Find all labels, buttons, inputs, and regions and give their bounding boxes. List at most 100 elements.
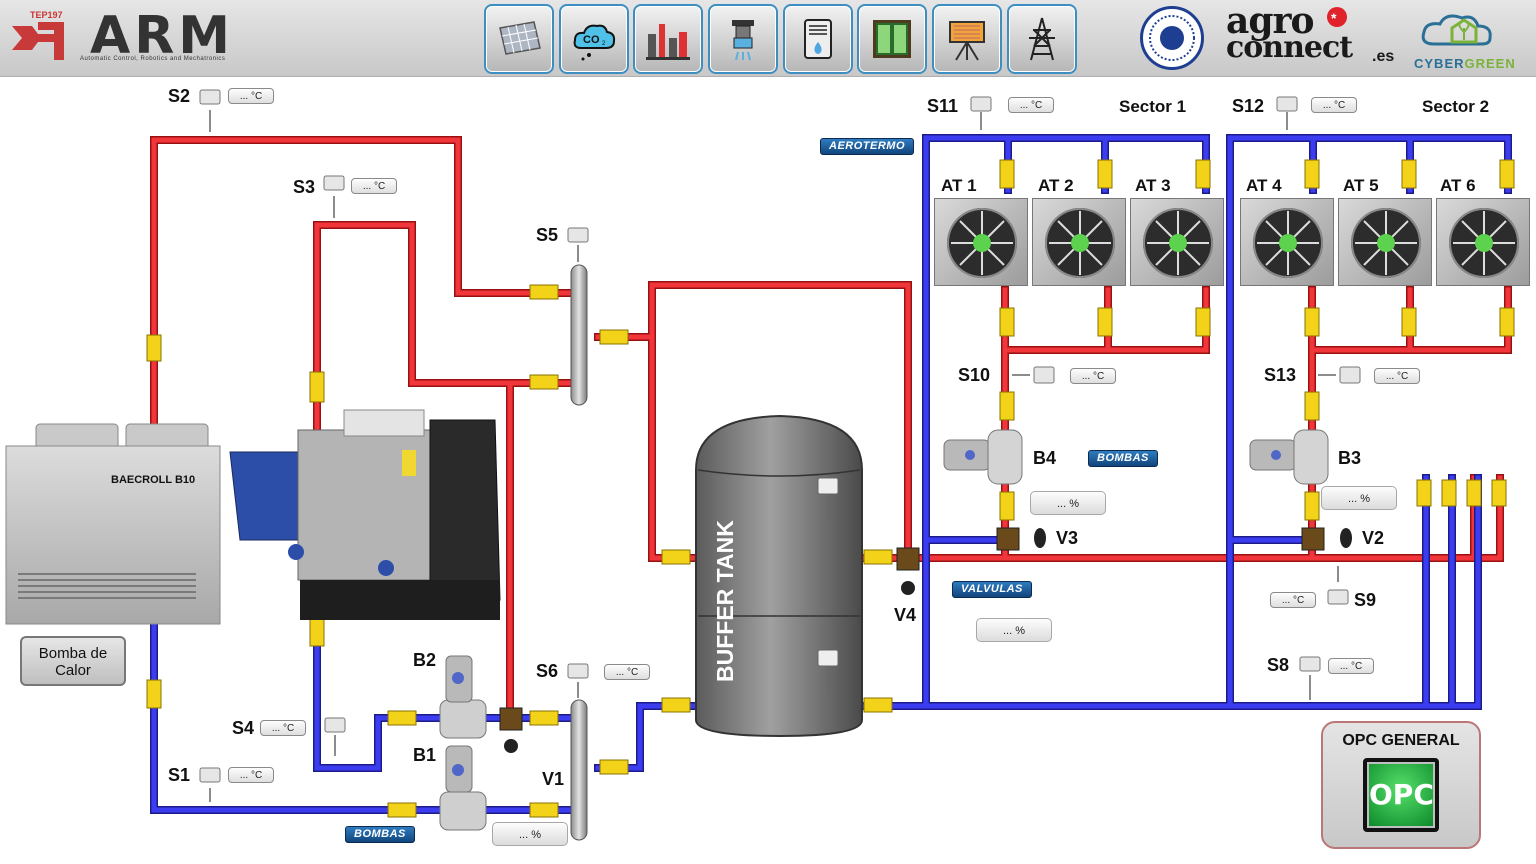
- s12-label: S12: [1232, 96, 1265, 116]
- arm-mark-icon: [12, 22, 64, 60]
- sensor-heads: [199, 89, 1361, 783]
- heat-pump-unit: [5, 423, 221, 625]
- s10-label: S10: [958, 365, 991, 385]
- s10-value[interactable]: ... °C: [1070, 368, 1116, 384]
- lower-collector: [570, 699, 588, 841]
- sensor-rack-icon: [646, 24, 690, 60]
- connect-word: connect: [1226, 30, 1353, 65]
- heat-pump-button-label: Bomba de Calor: [38, 645, 108, 679]
- agro-star-icon: *: [1327, 7, 1347, 27]
- nav-solar-panel-button[interactable]: [484, 4, 554, 74]
- pump-b4: [943, 429, 1023, 485]
- fan-icon: [1449, 208, 1519, 278]
- aerotermo-at2[interactable]: [1032, 198, 1126, 286]
- valvulas-tag[interactable]: VALVULAS: [952, 581, 1032, 598]
- s2-value[interactable]: ... °C: [228, 88, 274, 104]
- valves-opening-input[interactable]: ... %: [976, 618, 1052, 642]
- s2-label: S2: [168, 86, 191, 106]
- arm-tag: TEP197: [30, 10, 63, 20]
- aerotermo-at4[interactable]: [1240, 198, 1334, 286]
- opc-title: OPC GENERAL: [1342, 732, 1460, 749]
- power-tower-icon: [1029, 17, 1055, 61]
- s5-label: S5: [536, 225, 559, 245]
- b4-speed-input[interactable]: ... %: [1030, 491, 1106, 515]
- opc-button-label: OPC: [1367, 762, 1435, 828]
- biomass-boiler: [229, 409, 501, 620]
- s4-value[interactable]: ... °C: [260, 720, 306, 736]
- heat-pump-button[interactable]: Bomba de Calor: [20, 636, 126, 686]
- irrigation-icon: [732, 20, 754, 61]
- solar-panel-icon: [499, 21, 541, 55]
- three-way-valves: [499, 527, 1352, 753]
- s11-label: S11: [927, 96, 959, 116]
- svg-text:CO: CO: [583, 34, 600, 46]
- window-icon: [873, 20, 911, 58]
- top-toolbar: TEP197 ARM Automatic Control, Robotics a…: [0, 0, 1536, 77]
- v1-label: V1: [542, 769, 565, 789]
- nav-dehumidifier-button[interactable]: [783, 4, 853, 74]
- fan-icon: [947, 208, 1017, 278]
- b3-speed-input[interactable]: ... %: [1321, 486, 1397, 510]
- s11-value[interactable]: ... °C: [1008, 97, 1054, 113]
- v4-label: V4: [894, 605, 917, 625]
- opc-button[interactable]: OPC: [1363, 758, 1439, 832]
- aerotermo-at3[interactable]: [1130, 198, 1224, 286]
- at3-label: AT 3: [1135, 176, 1171, 195]
- s1-value[interactable]: ... °C: [228, 767, 274, 783]
- s13-label: S13: [1264, 365, 1297, 385]
- s9-value[interactable]: ... °C: [1270, 592, 1316, 608]
- b1-label: B1: [413, 745, 437, 765]
- pipe-fittings: [146, 159, 1515, 818]
- bombas-tag-primary[interactable]: BOMBAS: [345, 826, 415, 843]
- cybergreen-logo: CYBERGREEN: [1412, 4, 1532, 74]
- s9-label: S9: [1354, 590, 1377, 610]
- s6-value[interactable]: ... °C: [604, 664, 650, 680]
- nav-power-grid-button[interactable]: [1007, 4, 1077, 74]
- opc-panel: OPC GENERAL OPC: [1321, 721, 1481, 849]
- aerotermo-at5[interactable]: [1338, 198, 1432, 286]
- s8-value[interactable]: ... °C: [1328, 658, 1374, 674]
- cybergreen-text: CYBERGREEN: [1414, 56, 1516, 71]
- fan-icon: [1253, 208, 1323, 278]
- pump-b2: [439, 655, 487, 739]
- b1-speed-input[interactable]: ... %: [492, 822, 568, 846]
- v2-label: V2: [1362, 528, 1385, 548]
- s8-label: S8: [1267, 655, 1290, 675]
- buffer-tank-label: BUFFER TANK: [712, 520, 738, 682]
- s4-label: S4: [232, 718, 255, 738]
- s6-label: S6: [536, 661, 559, 681]
- fan-icon: [1045, 208, 1115, 278]
- nav-sensors-button[interactable]: [633, 4, 703, 74]
- arm-title: ARM: [90, 6, 235, 66]
- nav-heater-button[interactable]: [932, 4, 1002, 74]
- university-seal-logo: [1140, 6, 1204, 70]
- s13-value[interactable]: ... °C: [1374, 368, 1420, 384]
- nav-windows-button[interactable]: [857, 4, 927, 74]
- sector1-label: Sector 1: [1119, 97, 1187, 116]
- b4-label: B4: [1033, 448, 1057, 468]
- aerotermo-at6[interactable]: [1436, 198, 1530, 286]
- bombas-tag-sector[interactable]: BOMBAS: [1088, 450, 1158, 467]
- nav-irrigation-button[interactable]: [708, 4, 778, 74]
- v3-label: V3: [1056, 528, 1079, 548]
- agro-tld: .es: [1372, 48, 1395, 65]
- aerotermo-tag[interactable]: AEROTERMO: [820, 138, 914, 155]
- at2-label: AT 2: [1038, 176, 1074, 195]
- arm-subtitle: Automatic Control, Robotics and Mechatro…: [80, 56, 226, 62]
- agro-word: agro: [1226, 0, 1314, 42]
- s3-value[interactable]: ... °C: [351, 178, 397, 194]
- at4-label: AT 4: [1246, 176, 1282, 195]
- seal-emblem-icon: [1149, 15, 1195, 61]
- dehumidifier-icon: [804, 19, 832, 59]
- heater-icon: [949, 21, 985, 61]
- aerotermo-at1[interactable]: [934, 198, 1028, 286]
- buffer-tank: [695, 414, 863, 738]
- fan-icon: [1351, 208, 1421, 278]
- heat-pump-model-label: BAECROLL B10: [111, 474, 196, 486]
- at1-label: AT 1: [941, 176, 977, 195]
- fan-icon: [1143, 208, 1213, 278]
- s12-value[interactable]: ... °C: [1311, 97, 1357, 113]
